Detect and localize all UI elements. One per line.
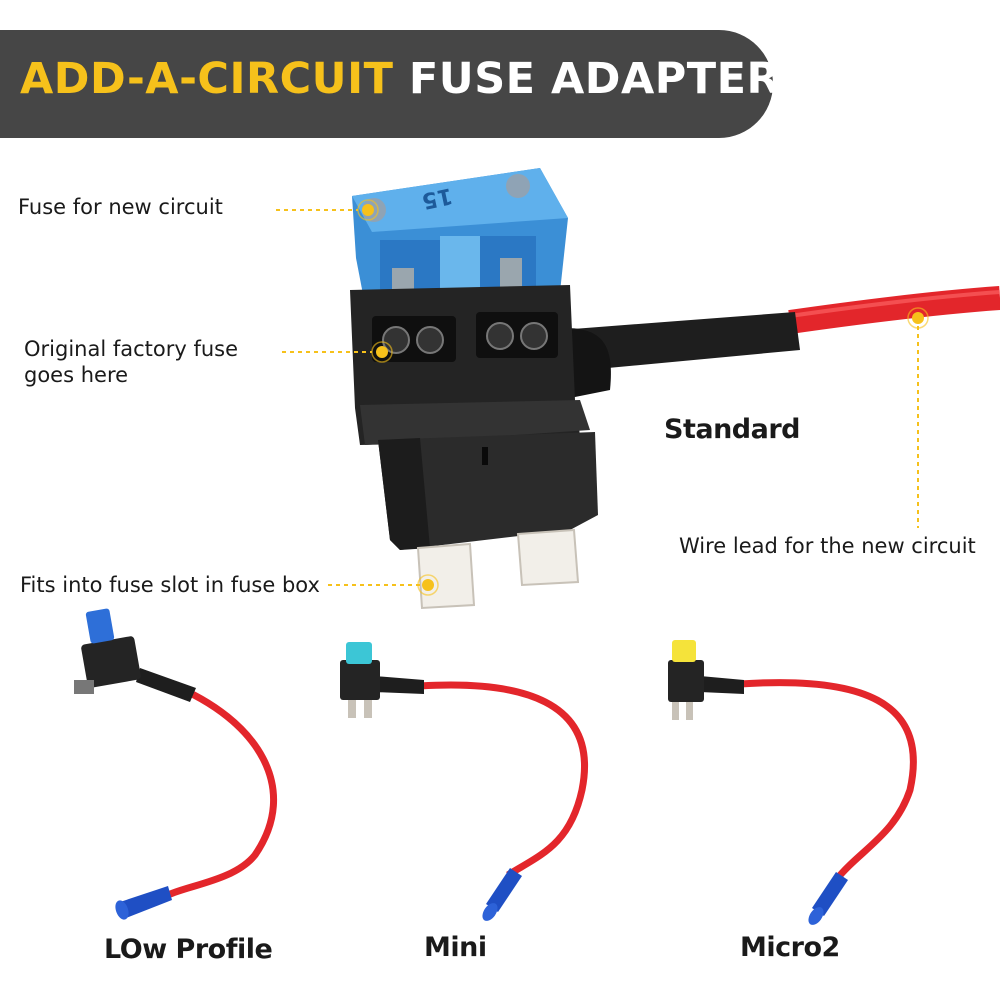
variant-label-low-profile: LOw Profile xyxy=(104,934,273,965)
callout-marker-rings xyxy=(357,199,929,596)
title-banner xyxy=(0,30,773,138)
wire-sleeve xyxy=(560,312,800,372)
page-title: ADD-A-CIRCUIT FUSE ADAPTER xyxy=(20,54,780,104)
callout-factory-fuse-line1: Original factory fuse xyxy=(24,337,239,361)
main-red-wire xyxy=(788,286,1000,334)
fuse-rating-text: 15 xyxy=(420,182,455,213)
variant-micro2 xyxy=(668,640,917,925)
fuse-holder xyxy=(350,285,598,550)
variant-low-profile xyxy=(74,608,278,920)
callout-fuse-new-circuit: Fuse for new circuit xyxy=(18,195,223,219)
variant-label-micro2: Micro2 xyxy=(740,932,840,963)
blade-terminals xyxy=(416,528,580,610)
callout-wire-lead: Wire lead for the new circuit xyxy=(679,534,976,558)
title-accent: ADD-A-CIRCUIT xyxy=(20,54,394,104)
main-product-label: Standard xyxy=(664,414,800,445)
callout-leaders xyxy=(276,209,919,586)
variant-mini xyxy=(340,642,588,921)
callout-factory-fuse-line2: goes here xyxy=(24,363,129,387)
callout-markers xyxy=(362,204,924,591)
callout-fits-fuse-slot: Fits into fuse slot in fuse box xyxy=(20,573,320,597)
title-rest: FUSE ADAPTER xyxy=(408,54,781,104)
variant-label-mini: Mini xyxy=(424,932,487,963)
blue-fuse xyxy=(352,168,568,310)
main-wire-highlight xyxy=(789,290,1000,318)
